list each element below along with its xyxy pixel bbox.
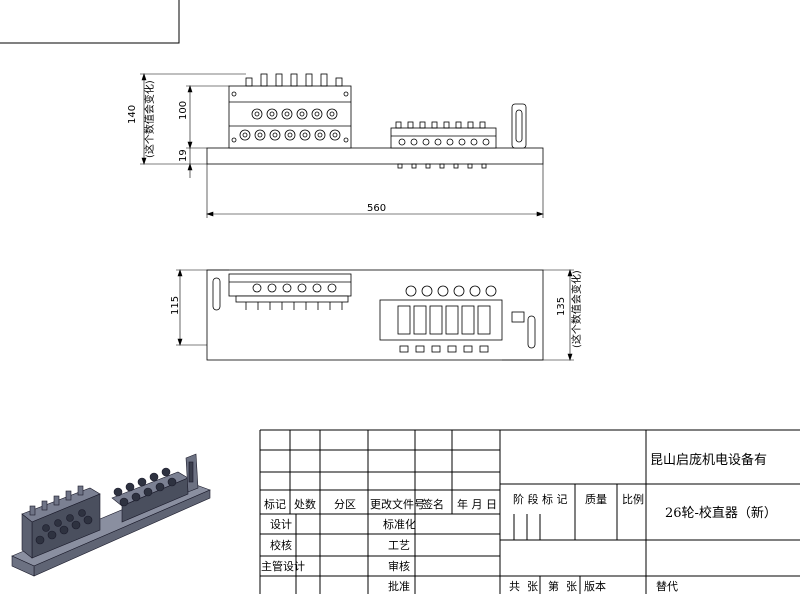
- label-design: 设计: [270, 518, 292, 531]
- front-knobs: [245, 73, 343, 87]
- front-right-knobs: [395, 121, 486, 129]
- iso-left-rollers: [35, 509, 93, 545]
- label-weight: 质量: [585, 493, 607, 506]
- top-view: [206, 269, 544, 361]
- iso-right-rollers: [113, 467, 177, 507]
- top-right-feet: [399, 345, 489, 353]
- top-left-knob-stems: [245, 302, 343, 310]
- front-left-roller-block: [228, 85, 352, 149]
- dim-height-140-note: (这个数值会变化): [143, 80, 156, 158]
- dim-width-135: 135: [556, 297, 567, 316]
- top-dimensions: [176, 269, 574, 361]
- top-right-clamps: [397, 305, 491, 335]
- label-zone: 分区: [334, 498, 356, 511]
- company-name: 昆山启庞机电设备有: [650, 452, 767, 468]
- label-review: 审核: [388, 559, 410, 573]
- label-sheet-unit2: 张: [566, 580, 577, 593]
- dim-height-19: 19: [178, 149, 189, 162]
- front-right-feet: [397, 163, 487, 169]
- label-approve: 批准: [388, 579, 410, 593]
- label-scale: 比例: [622, 492, 644, 506]
- label-sheet-no: 第: [548, 579, 559, 593]
- label-date: 年 月 日: [457, 497, 497, 511]
- top-left-rollers: [252, 283, 337, 293]
- front-right-roller-block: [390, 127, 497, 149]
- label-sheet-unit: 张: [527, 580, 538, 593]
- dim-length-560: 560: [367, 203, 386, 214]
- top-right-upper-rollers: [405, 285, 497, 297]
- label-check: 校核: [270, 538, 292, 552]
- front-upright-bracket: [511, 103, 527, 149]
- front-lower-rollers: [239, 129, 341, 141]
- label-standardize: 标准化: [383, 517, 416, 531]
- front-right-rollers: [398, 138, 490, 146]
- dim-height-100: 100: [178, 101, 189, 120]
- label-signature: 签名: [422, 497, 444, 511]
- label-total: 共: [509, 580, 520, 593]
- top-right-roller-block: [379, 299, 503, 341]
- label-change-doc: 更改文件号: [370, 497, 425, 511]
- label-process: 工艺: [388, 539, 410, 552]
- dim-height-140: 140: [127, 105, 138, 124]
- drawing-title: 26轮-校直器（新）: [665, 505, 777, 521]
- dim-width-135-note: (这个数值会变化): [570, 270, 583, 348]
- front-dimensions: [140, 73, 544, 218]
- front-upper-rollers: [251, 108, 338, 120]
- label-stage-mark: 阶 段 标 记: [513, 492, 568, 506]
- iso-left-knobs: [29, 485, 84, 516]
- dim-width-115: 115: [170, 296, 181, 315]
- label-chief-design: 主管设计: [261, 559, 305, 573]
- corner-frame-box: [0, 0, 180, 44]
- top-left-block-lower: [235, 295, 349, 303]
- label-version: 版本: [584, 579, 606, 593]
- label-count: 处数: [294, 498, 316, 511]
- label-mark: 标记: [264, 497, 286, 511]
- front-base-plate: [206, 147, 544, 165]
- label-replace: 替代: [656, 579, 678, 593]
- front-view: [206, 73, 544, 169]
- isometric-view: [11, 453, 211, 577]
- title-block-grid: [259, 429, 800, 594]
